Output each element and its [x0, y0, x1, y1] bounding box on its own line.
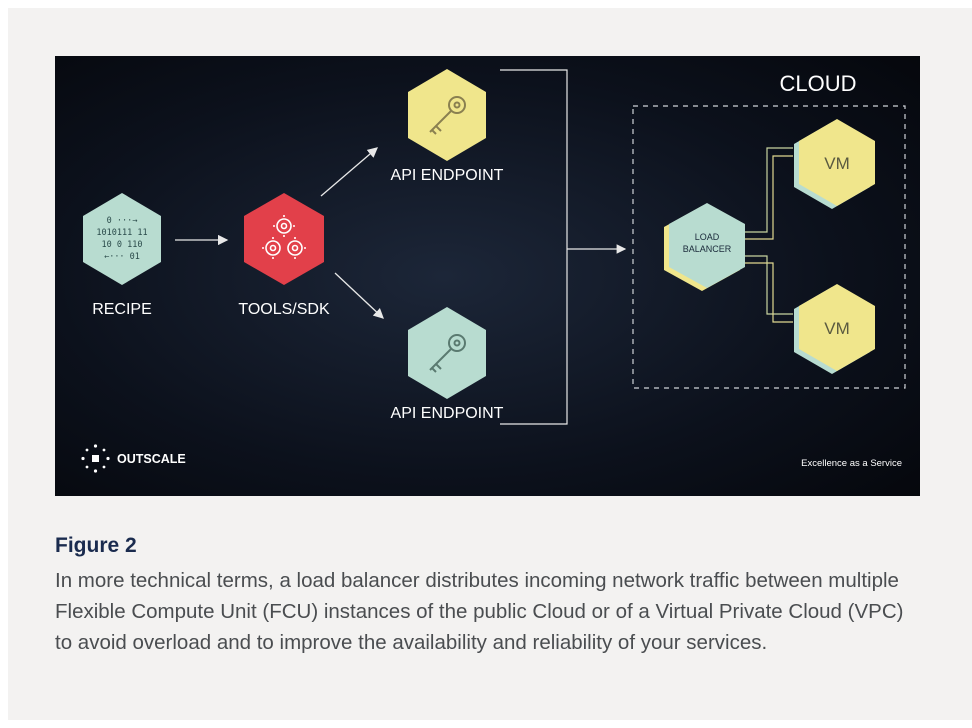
svg-text:1010111 11: 1010111 11 [96, 228, 147, 238]
recipe-label: RECIPE [92, 301, 152, 318]
vm-bottom-node: VM [794, 284, 875, 374]
api-top-label: API ENDPOINT [391, 167, 504, 184]
lb-vm-connectors [745, 147, 793, 323]
cloud-boundary [632, 105, 906, 389]
recipe-node: 0 ···→ 1010111 11 10 0 110 ←··· 01 RECIP… [83, 193, 161, 318]
api-join-bracket [500, 69, 568, 425]
tagline: Excellence as a Service [801, 458, 902, 469]
svg-text:10 0 110: 10 0 110 [102, 240, 143, 250]
diagram-background [55, 56, 920, 496]
svg-text:0 ···→: 0 ···→ [107, 216, 138, 226]
figure-caption-text: In more technical terms, a load balancer… [55, 569, 904, 654]
arrow-tools-to-api-top [320, 147, 378, 197]
cloud-title: CLOUD [779, 71, 856, 96]
recipe-hexagon [83, 193, 161, 285]
lb-hexagon [669, 203, 745, 288]
api-bottom-label: API ENDPOINT [391, 405, 504, 422]
gears-icon [262, 215, 306, 259]
binary-code-icon: 0 ···→ 1010111 11 10 0 110 ←··· 01 [96, 216, 147, 262]
vm-top-hexagon [799, 119, 875, 206]
vm-bottom-hexagon [799, 284, 875, 371]
architecture-diagram: CLOUD 0 ···→ 1010111 11 10 0 110 ←··· 01… [55, 56, 920, 496]
key-icon [429, 96, 466, 135]
tools-label: TOOLS/SDK [238, 301, 330, 318]
tools-node: TOOLS/SDK [238, 193, 330, 318]
vm-bottom-label: VM [824, 319, 850, 338]
tools-hexagon [244, 193, 324, 285]
svg-text:←··· 01: ←··· 01 [104, 252, 140, 262]
key-icon [429, 334, 466, 373]
lb-label-line2: BALANCER [683, 244, 732, 254]
logo-text: OUTSCALE [117, 452, 186, 466]
outscale-logo: OUTSCALE [81, 444, 186, 473]
lb-label-line1: LOAD [695, 232, 720, 242]
load-balancer-node: LOAD BALANCER [664, 203, 745, 291]
vm-top-label: VM [824, 154, 850, 173]
figure-caption-title: Figure 2 [55, 534, 137, 557]
vm-top-node: VM [794, 119, 875, 209]
logo-mark [92, 455, 99, 462]
api-endpoint-bottom-node: API ENDPOINT [391, 307, 504, 422]
arrow-tools-to-api-bottom [334, 272, 384, 319]
api-endpoint-top-node: API ENDPOINT [391, 69, 504, 184]
